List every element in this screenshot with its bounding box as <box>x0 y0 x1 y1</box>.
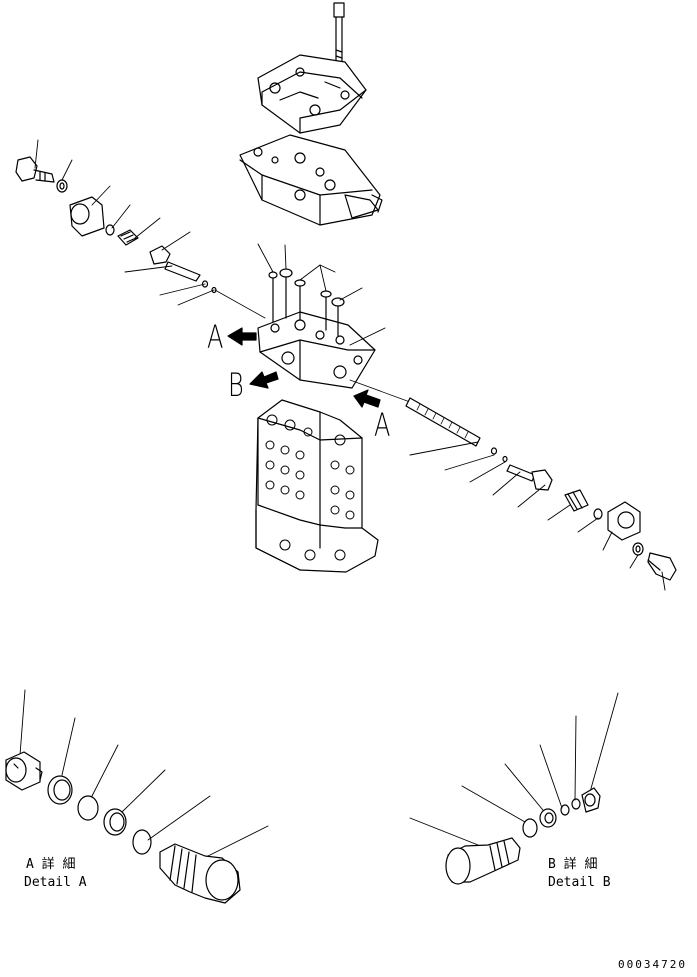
valve-section-upper <box>239 134 383 226</box>
top-cover-block <box>257 54 367 134</box>
detail-a-parts <box>5 689 269 904</box>
detail-a-title-jp: A 詳 細 <box>26 857 76 872</box>
view-label-a-left: A <box>207 318 224 356</box>
left-spool-parts <box>15 156 266 319</box>
main-valve-body <box>255 399 379 573</box>
view-label-a-right: A <box>374 406 391 444</box>
view-label-b-left: B <box>228 366 244 404</box>
detail-b-title-en: Detail B <box>548 875 611 890</box>
view-arrows <box>227 327 381 408</box>
drawing-number: 00034720 <box>618 958 687 971</box>
right-spool-parts <box>349 379 677 581</box>
detail-b-parts <box>409 692 619 885</box>
valve-section-middle <box>257 268 376 389</box>
detail-b-title-jp: B 詳 細 <box>548 857 598 872</box>
leader-lines <box>34 139 666 591</box>
detail-a-title-en: Detail A <box>24 875 87 890</box>
